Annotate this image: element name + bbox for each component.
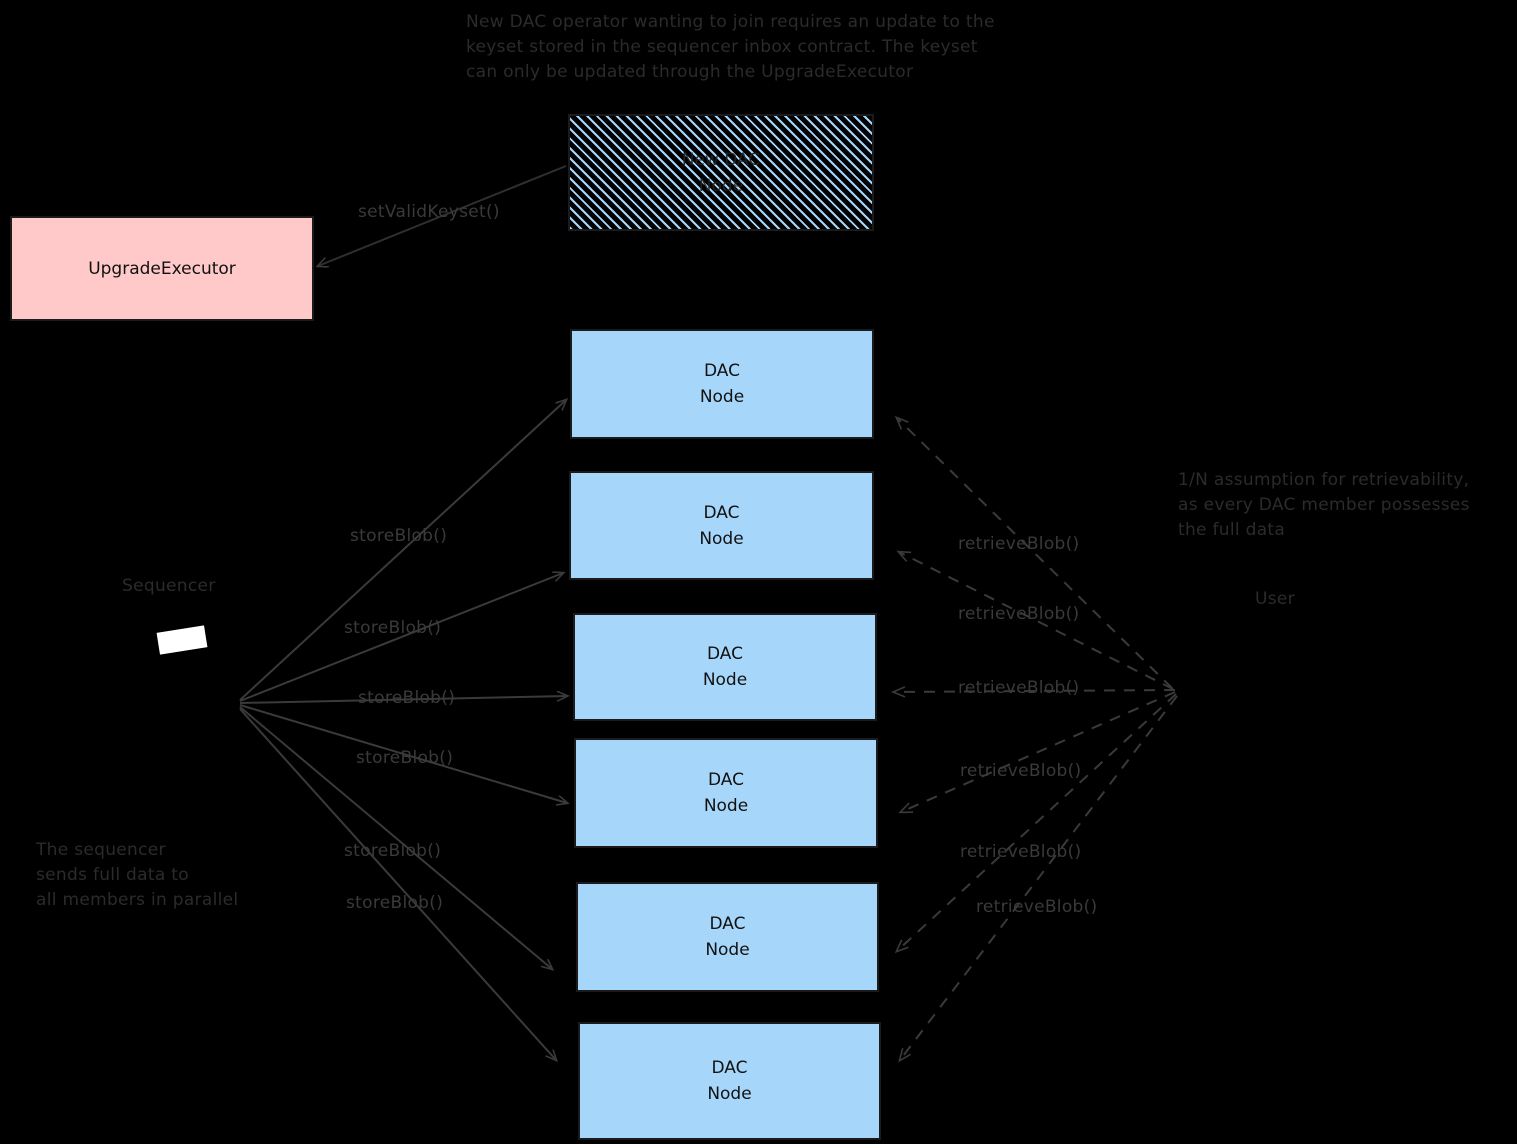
- edge-label-retrieve-blob-4: retrieveBlob(): [960, 761, 1082, 781]
- edge-label-store-blob-1: storeBlob(): [350, 526, 448, 546]
- edge-label-store-blob-5: storeBlob(): [344, 841, 442, 861]
- dac-node-label-3: DAC Node: [702, 644, 748, 690]
- edge-label-store-blob-6: storeBlob(): [346, 893, 444, 913]
- edge-label-store-blob-3: storeBlob(): [358, 688, 456, 708]
- upgrade-executor-box[interactable]: UpgradeExecutor: [10, 216, 314, 321]
- dac-node-label-1: DAC Node: [699, 361, 745, 407]
- dac-node-box-3[interactable]: DAC Node: [573, 613, 877, 721]
- dac-node-box-4[interactable]: DAC Node: [574, 738, 878, 848]
- edge-label-retrieve-blob-6: retrieveBlob(): [976, 897, 1098, 917]
- user-label: User: [1255, 589, 1295, 609]
- new-dac-node-label: New DAC Node: [681, 149, 761, 196]
- edge-label-store-blob-4: storeBlob(): [356, 748, 454, 768]
- dac-node-label-5: DAC Node: [705, 914, 750, 960]
- edge-store-blob-group: [239, 400, 567, 1060]
- upgrade-executor-label: UpgradeExecutor: [88, 258, 236, 279]
- edge-label-retrieve-blob-2: retrieveBlob(): [958, 604, 1080, 624]
- edge-label-retrieve-blob-3: retrieveBlob(): [958, 678, 1080, 698]
- edge-label-set-valid-keyset: setValidKeyset(): [358, 202, 500, 222]
- new-dac-node-box[interactable]: New DAC Node: [568, 114, 874, 231]
- dac-node-label-6: DAC Node: [707, 1058, 752, 1104]
- edge-label-store-blob-2: storeBlob(): [344, 618, 442, 638]
- note-right: 1/N assumption for retrievability, as ev…: [1178, 470, 1470, 540]
- edge-retrieve-blob-group: [894, 418, 1178, 1060]
- dac-node-box-6[interactable]: DAC Node: [578, 1022, 881, 1140]
- dac-node-box-1[interactable]: DAC Node: [570, 329, 874, 439]
- note-top: New DAC operator wanting to join require…: [466, 12, 995, 82]
- edge-label-retrieve-blob-1: retrieveBlob(): [958, 534, 1080, 554]
- dac-node-box-5[interactable]: DAC Node: [576, 882, 879, 992]
- sequencer-label: Sequencer: [122, 576, 216, 596]
- dac-node-box-2[interactable]: DAC Node: [569, 471, 874, 580]
- edge-label-retrieve-blob-5: retrieveBlob(): [960, 842, 1082, 862]
- dac-node-label-4: DAC Node: [703, 770, 749, 816]
- sequencer-icon: [156, 625, 208, 655]
- dac-node-label-2: DAC Node: [699, 502, 744, 549]
- note-bottom-left: The sequencer sends full data to all mem…: [36, 840, 239, 910]
